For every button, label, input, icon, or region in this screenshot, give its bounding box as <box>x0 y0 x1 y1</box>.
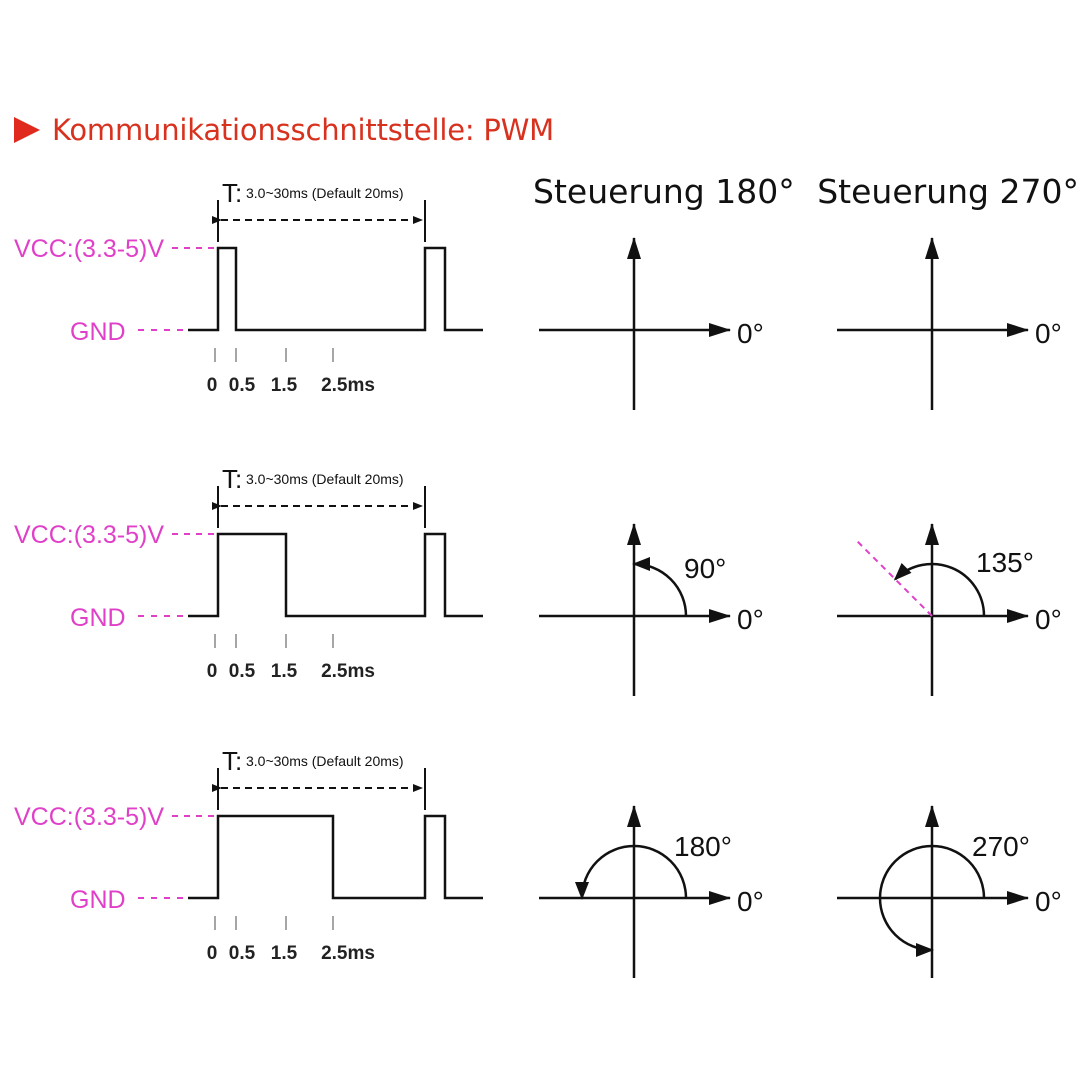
angle-180-diagram-3: 0°180° <box>539 805 764 978</box>
vcc-label: VCC:(3.3-5)V <box>14 235 164 263</box>
period-symbol: T: <box>222 464 242 494</box>
pwm-waveform <box>188 246 483 332</box>
angle-label: 180° <box>674 831 732 862</box>
gnd-label: GND <box>70 318 126 346</box>
gnd-label: GND <box>70 604 126 632</box>
time-tick-label: 0.5 <box>229 375 256 396</box>
period-text: 3.0~30ms (Default 20ms) <box>246 471 404 487</box>
time-tick-label: 2.5ms <box>321 661 375 682</box>
zero-degree-label: 0° <box>1035 886 1062 917</box>
rotation-arc-arrow <box>893 562 986 617</box>
period-text: 3.0~30ms (Default 20ms) <box>246 753 404 769</box>
signal-row-3: VCC:(3.3-5)V GND T:3.0~30ms (Default 20ms)… <box>14 746 483 964</box>
time-tick-label: 1.5 <box>271 375 298 396</box>
column-titles: Steuerung 180° Steuerung 270° <box>533 172 1079 211</box>
angle-180-diagram-2: 0° 90° <box>539 523 764 696</box>
zero-degree-label: 0° <box>1035 318 1062 349</box>
signal-row-1: VCC:(3.3-5)V GND T:3.0~30ms (Default 20ms)… <box>14 178 483 396</box>
time-tick-label: 2.5ms <box>321 375 375 396</box>
time-tick-label: 2.5ms <box>321 943 375 964</box>
zero-degree-label: 0° <box>1035 604 1062 635</box>
rotation-arc-arrow <box>878 844 986 957</box>
zero-degree-label: 0° <box>737 886 764 917</box>
vcc-label: VCC:(3.3-5)V <box>14 803 164 831</box>
section-title: Kommunikationsschnittstelle: PWM <box>52 113 555 147</box>
period-text: 3.0~30ms (Default 20ms) <box>246 185 404 201</box>
triangle-bullet-icon <box>14 117 40 143</box>
time-tick-label: 0.5 <box>229 943 256 964</box>
section-header: Kommunikationsschnittstelle: PWM <box>14 108 554 152</box>
period-symbol: T: <box>222 746 242 776</box>
time-tick-label: 0.5 <box>229 661 256 682</box>
time-tick-label: 0 <box>207 375 218 396</box>
column-title-180: Steuerung 180° <box>533 172 795 211</box>
period-symbol: T: <box>222 178 242 208</box>
rotation-arc-arrow <box>575 844 688 900</box>
angle-label: 270° <box>972 831 1030 862</box>
angle-label: 90° <box>684 553 726 584</box>
time-tick-label: 0 <box>207 661 218 682</box>
time-tick-label: 1.5 <box>271 661 298 682</box>
rotation-arc-arrow <box>632 557 688 617</box>
time-tick-label: 0 <box>207 943 218 964</box>
angle-label: 135° <box>976 547 1034 578</box>
pwm-waveform <box>188 532 483 618</box>
gnd-label: GND <box>70 886 126 914</box>
angle-180-diagram-1: 0° <box>539 237 764 410</box>
angle-270-diagram-3: 0°270° <box>837 805 1062 978</box>
angle-270-diagram-2: 0°135° <box>837 523 1062 696</box>
column-title-270: Steuerung 270° <box>817 172 1079 211</box>
zero-degree-label: 0° <box>737 604 764 635</box>
angle-guide-line <box>853 537 933 617</box>
signal-row-2: VCC:(3.3-5)V GND T:3.0~30ms (Default 20ms)… <box>14 464 483 682</box>
vcc-label: VCC:(3.3-5)V <box>14 521 164 549</box>
time-tick-label: 1.5 <box>271 943 298 964</box>
pwm-waveform <box>188 814 483 900</box>
zero-degree-label: 0° <box>737 318 764 349</box>
angle-270-diagram-1: 0° <box>837 237 1062 410</box>
